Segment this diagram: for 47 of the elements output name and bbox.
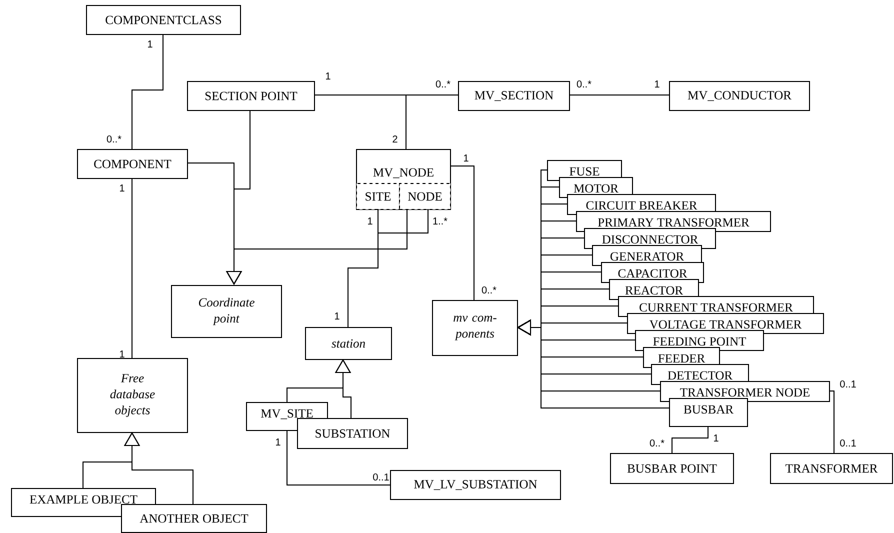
class-box: MV_SECTION bbox=[458, 81, 570, 111]
association-line bbox=[132, 34, 164, 150]
association-line bbox=[348, 208, 428, 328]
association-line bbox=[828, 390, 834, 454]
multiplicity-label: 0..1 bbox=[840, 439, 856, 447]
class-box: TRANSFORMER NODE bbox=[660, 381, 830, 402]
class-box: PRIMARY TRANSFORMER bbox=[576, 211, 771, 232]
multiplicity-label: 1 bbox=[464, 154, 468, 162]
multiplicity-label: 0..1 bbox=[373, 473, 389, 481]
multiplicity-label: 0..* bbox=[436, 80, 450, 88]
class-box: SUBSTATION bbox=[297, 418, 408, 449]
class-box: MV_LV_SUBSTATION bbox=[390, 470, 561, 500]
compartment-box: SITE bbox=[356, 183, 400, 210]
multiplicity-label: 1 bbox=[368, 218, 372, 224]
class-box: Free database objects bbox=[77, 358, 188, 433]
class-box: Coordinate point bbox=[171, 285, 282, 338]
class-box: BUSBAR bbox=[669, 398, 748, 427]
class-box: SECTION POINT bbox=[187, 81, 315, 111]
class-box: VOLTAGE TRANSFORMER bbox=[627, 313, 824, 334]
class-box: BUSBAR POINT bbox=[610, 453, 734, 484]
multiplicity-label: 1 bbox=[714, 434, 718, 442]
multiplicity-label: 0..* bbox=[482, 286, 496, 294]
class-box: FEEDING POINT bbox=[635, 330, 764, 351]
class-box: mv com- ponents bbox=[432, 300, 518, 356]
class-box: COMPONENT bbox=[77, 149, 188, 179]
class-box: MV_CONDUCTOR bbox=[669, 81, 810, 111]
multiplicity-label: 0..* bbox=[576, 80, 592, 88]
multiplicity-label: 1..* bbox=[433, 218, 448, 224]
association-line bbox=[672, 426, 708, 454]
multiplicity-label: 1 bbox=[335, 312, 340, 320]
class-box: COMPONENTCLASS bbox=[86, 5, 241, 35]
association-line bbox=[406, 94, 458, 150]
multiplicity-label: 1 bbox=[120, 350, 124, 358]
multiplicity-label: 2 bbox=[392, 136, 398, 142]
class-box: TRANSFORMER bbox=[770, 453, 893, 484]
association-line bbox=[450, 166, 474, 300]
multiplicity-label: 0..1 bbox=[840, 380, 856, 388]
multiplicity-label: 1 bbox=[655, 80, 660, 88]
class-box: ANOTHER OBJECT bbox=[121, 504, 267, 533]
association-line bbox=[286, 430, 390, 486]
multiplicity-label: 1 bbox=[276, 438, 280, 446]
class-box: station bbox=[305, 327, 392, 360]
association-line bbox=[568, 94, 670, 96]
multiplicity-label: 0..* bbox=[650, 439, 664, 447]
compartment-box: NODE bbox=[399, 183, 451, 210]
multiplicity-label: 1 bbox=[120, 184, 124, 192]
multiplicity-label: 1 bbox=[326, 72, 330, 80]
